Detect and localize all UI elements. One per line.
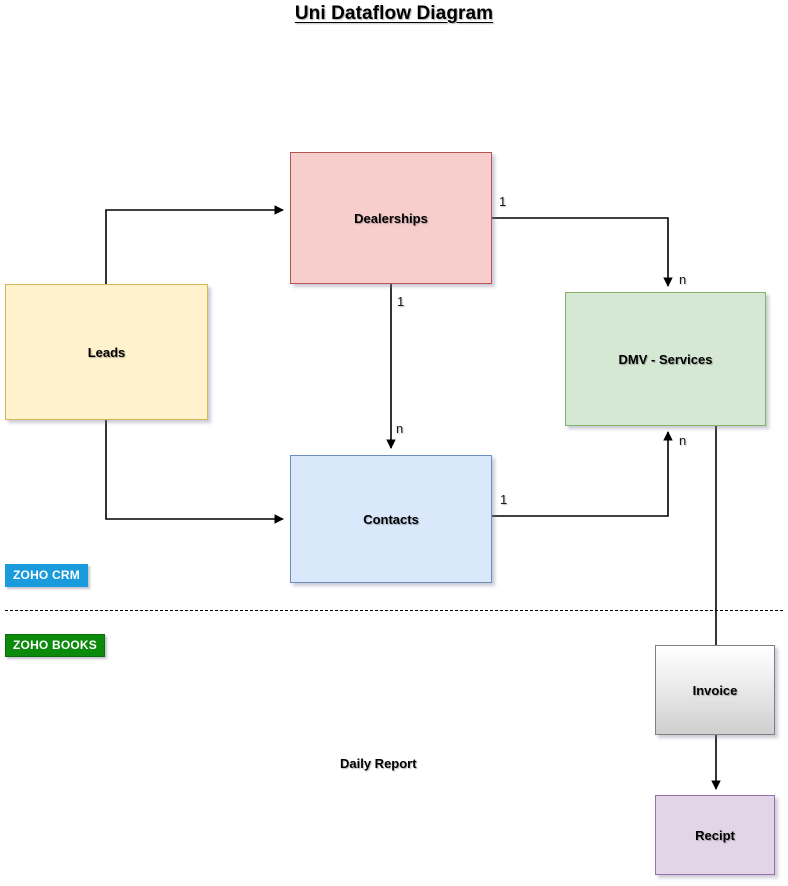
node-dmv-services[interactable]: DMV - Services: [565, 292, 766, 426]
swimlane-badge-zoho-books: ZOHO BOOKS: [5, 634, 106, 657]
page-title: Uni Dataflow Diagram: [294, 3, 494, 24]
node-invoice[interactable]: Invoice: [655, 645, 775, 735]
swimlane-divider: [5, 610, 783, 611]
edge-dealerships-to-dmv: [492, 217, 673, 287]
node-recipt[interactable]: Recipt: [655, 795, 775, 875]
edge-leads-to-contacts: [105, 420, 284, 524]
label-daily-report: Daily Report: [340, 756, 417, 771]
edge-contacts-to-dmv: [492, 431, 673, 517]
cardinality-contacts-to-dmv-target: n: [679, 433, 687, 448]
node-contacts[interactable]: Contacts: [290, 455, 492, 583]
edge-leads-to-dealerships: [105, 205, 284, 284]
cardinality-contacts-to-dmv-source: 1: [500, 492, 508, 507]
node-dealerships[interactable]: Dealerships: [290, 152, 492, 284]
cardinality-dealerships-to-dmv-target: n: [679, 272, 687, 287]
swimlane-badge-zoho-crm: ZOHO CRM: [5, 564, 88, 587]
node-leads[interactable]: Leads: [5, 284, 208, 420]
cardinality-dealerships-to-dmv-source: 1: [499, 194, 507, 209]
cardinality-dealerships-to-contacts-target: n: [396, 421, 404, 436]
cardinality-dealerships-to-contacts-source: 1: [397, 294, 405, 309]
